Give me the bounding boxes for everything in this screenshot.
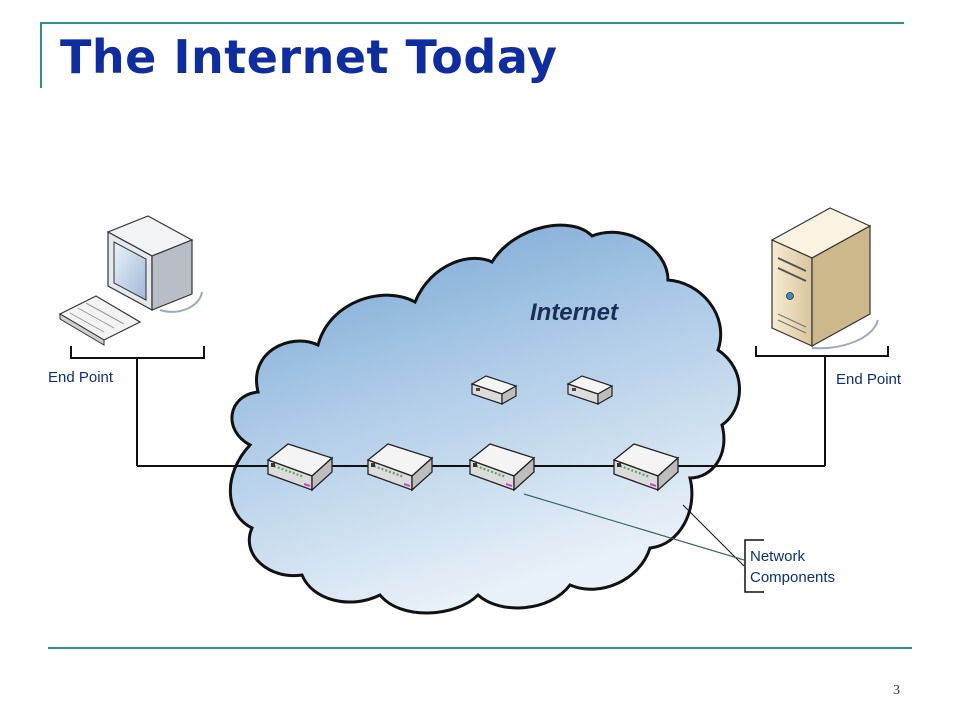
- callout-line: [682, 504, 745, 567]
- page-number: 3: [893, 683, 900, 698]
- callout-label-line1: Network: [750, 548, 806, 565]
- left-endpoint-label: End Point: [48, 369, 114, 386]
- left-rule: [40, 22, 42, 88]
- server-icon: [770, 207, 879, 350]
- right-endpoint-bracket: [755, 346, 889, 357]
- right-endpoint-label: End Point: [836, 371, 902, 388]
- footer-rule: [48, 647, 912, 649]
- desktop-computer-icon: [58, 215, 203, 346]
- left-endpoint-bracket: [70, 346, 205, 359]
- callout-label-line2: Components: [750, 569, 835, 586]
- slide-title: The Internet Today: [60, 30, 558, 84]
- top-rule: [40, 22, 904, 24]
- callout-bracket: [744, 539, 764, 593]
- internet-cloud: [228, 223, 741, 615]
- cloud-label: Internet: [530, 299, 619, 326]
